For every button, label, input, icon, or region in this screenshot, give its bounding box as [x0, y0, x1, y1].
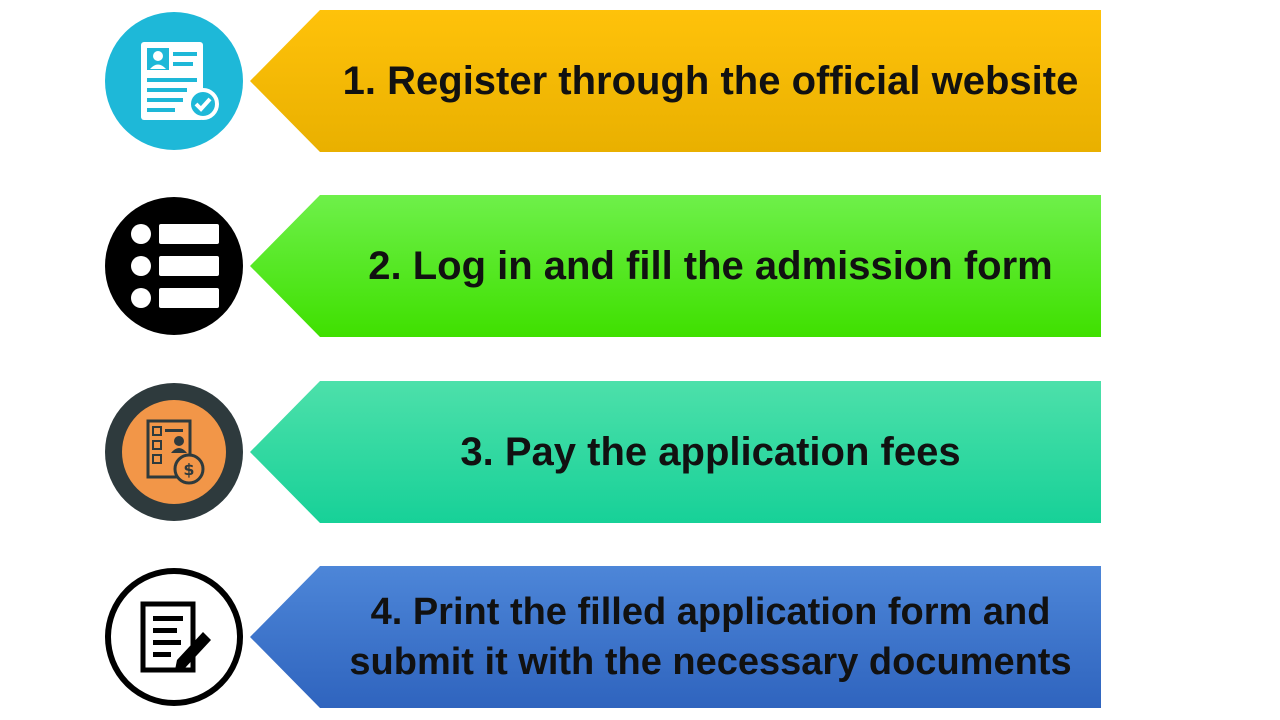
- step-4-arrow-banner: [250, 566, 1101, 708]
- step-4-text: 4. Print the filled application form and…: [349, 591, 1072, 683]
- step-3: 3. Pay the application fees $: [0, 381, 1280, 523]
- step-2: 2. Log in and fill the admission form: [0, 195, 1280, 337]
- list-icon: [105, 197, 243, 335]
- svg-text:$: $: [183, 460, 194, 479]
- step-1-arrow-banner: [250, 10, 1101, 152]
- step-2-arrow-banner: [250, 195, 1101, 337]
- step-2-text: 2. Log in and fill the admission form: [368, 244, 1053, 288]
- step-4: 4. Print the filled application form and…: [0, 566, 1280, 708]
- registration-form-icon: [105, 12, 243, 150]
- step-1: 1. Register through the official website: [0, 10, 1280, 152]
- step-3-text: 3. Pay the application fees: [460, 430, 961, 474]
- step-3-arrow-banner: [250, 381, 1101, 523]
- step-1-text: 1. Register through the official website: [342, 59, 1079, 103]
- document-edit-icon: [105, 568, 243, 706]
- application-fee-icon: $: [105, 383, 243, 521]
